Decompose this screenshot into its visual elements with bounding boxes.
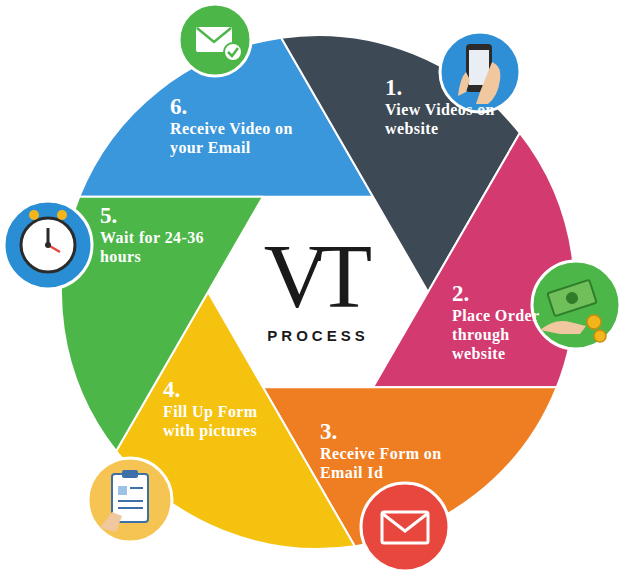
clock-icon [4, 201, 92, 289]
step-number: 3. [320, 420, 480, 444]
step-text: View Videos on website [385, 100, 497, 138]
step-text: Wait for 24-36 hours [100, 228, 210, 266]
center-hexagon [208, 197, 428, 388]
step-segment: 4.Fill Up Form with pictures [163, 378, 275, 440]
step-number: 1. [385, 76, 497, 100]
payment-icon [532, 261, 620, 349]
step-segment: 6.Receive Video on your Email [170, 95, 308, 157]
email-icon [361, 483, 449, 571]
form-icon [88, 458, 172, 542]
step-segment: 3.Receive Form on Email Id [320, 420, 480, 482]
step-text: Place Order through website [452, 306, 552, 363]
logo-word: PROCESS [213, 326, 423, 346]
step-text: Receive Form on Email Id [320, 444, 480, 482]
step-number: 5. [100, 204, 210, 228]
step-number: 4. [163, 378, 275, 402]
step-number: 6. [170, 95, 308, 119]
step-segment: 1.View Videos on website [385, 76, 497, 138]
step-segment: 5.Wait for 24-36 hours [100, 204, 210, 266]
step-segment: 2.Place Order through website [452, 282, 552, 363]
step-text: Receive Video on your Email [170, 119, 308, 157]
phone-icon [440, 32, 520, 112]
logo-node: VT PROCESS [213, 230, 423, 346]
email-check-icon [179, 4, 251, 76]
step-number: 2. [452, 282, 552, 306]
step-text: Fill Up Form with pictures [163, 402, 275, 440]
logo-mark: VT [213, 230, 423, 322]
